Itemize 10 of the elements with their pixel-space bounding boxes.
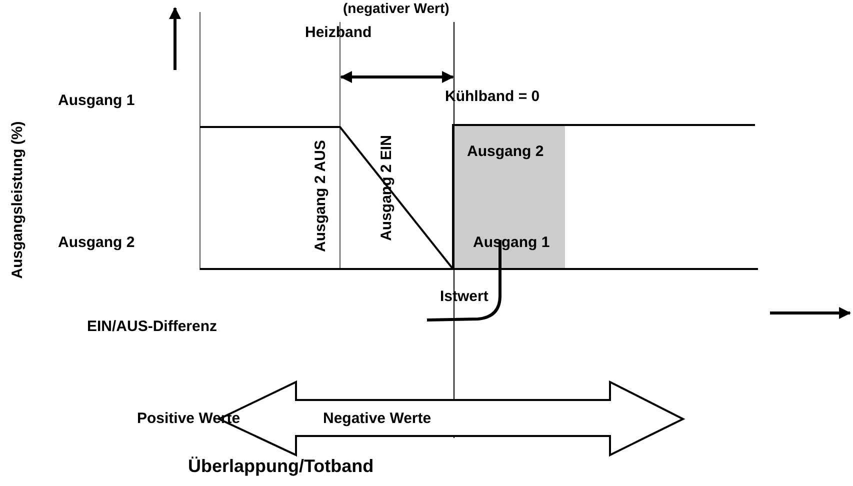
label: Ausgang 2 [467, 143, 544, 161]
label: (negativer Wert) [343, 0, 450, 17]
label: Ausgang 1 [58, 92, 135, 110]
label: Ausgang 2 [58, 234, 135, 252]
axis-label: Ausgangsleistung (%) [9, 121, 27, 279]
label: Ausgang 2 AUS [312, 140, 330, 252]
label: Negative Werte [323, 410, 432, 428]
label: EIN/AUS-Differenz [87, 318, 218, 336]
label: Überlappung/Totband [188, 456, 374, 477]
label: Ausgang 2 EIN [378, 135, 396, 241]
